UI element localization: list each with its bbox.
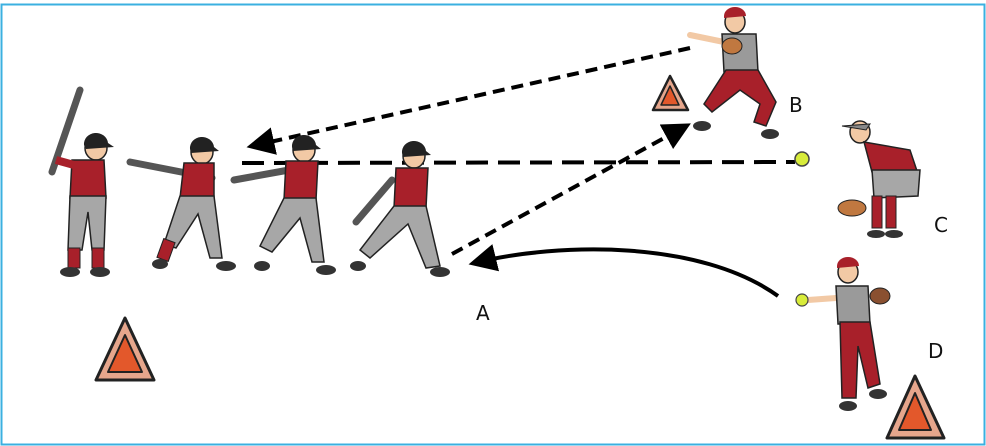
- batter-figure-1: [48, 86, 114, 277]
- batter-figure-2: [126, 136, 236, 271]
- fielder-figure-d: [795, 257, 891, 411]
- toss-path-d-to-a: [468, 244, 780, 298]
- label-a: A: [476, 301, 490, 325]
- diagram-frame: [0, 3, 986, 446]
- cone-icon-batter: [94, 316, 156, 382]
- fielder-figure-c: [837, 120, 921, 238]
- throw-path-b-to-batter: [246, 46, 691, 155]
- cone-icon-d: [885, 374, 946, 440]
- ball-icon-c: [794, 151, 810, 167]
- label-b: B: [789, 93, 803, 117]
- fielder-figure-b: [687, 7, 779, 139]
- batter-figure-4: [350, 140, 450, 277]
- line-batter-to-c: [241, 160, 796, 165]
- cone-icon-b: [651, 74, 690, 112]
- label-d: D: [928, 339, 943, 363]
- label-c: C: [934, 213, 948, 237]
- ball-icon-d: [795, 293, 809, 307]
- path-a-to-b: [451, 123, 691, 256]
- batter-figure-3: [230, 134, 336, 275]
